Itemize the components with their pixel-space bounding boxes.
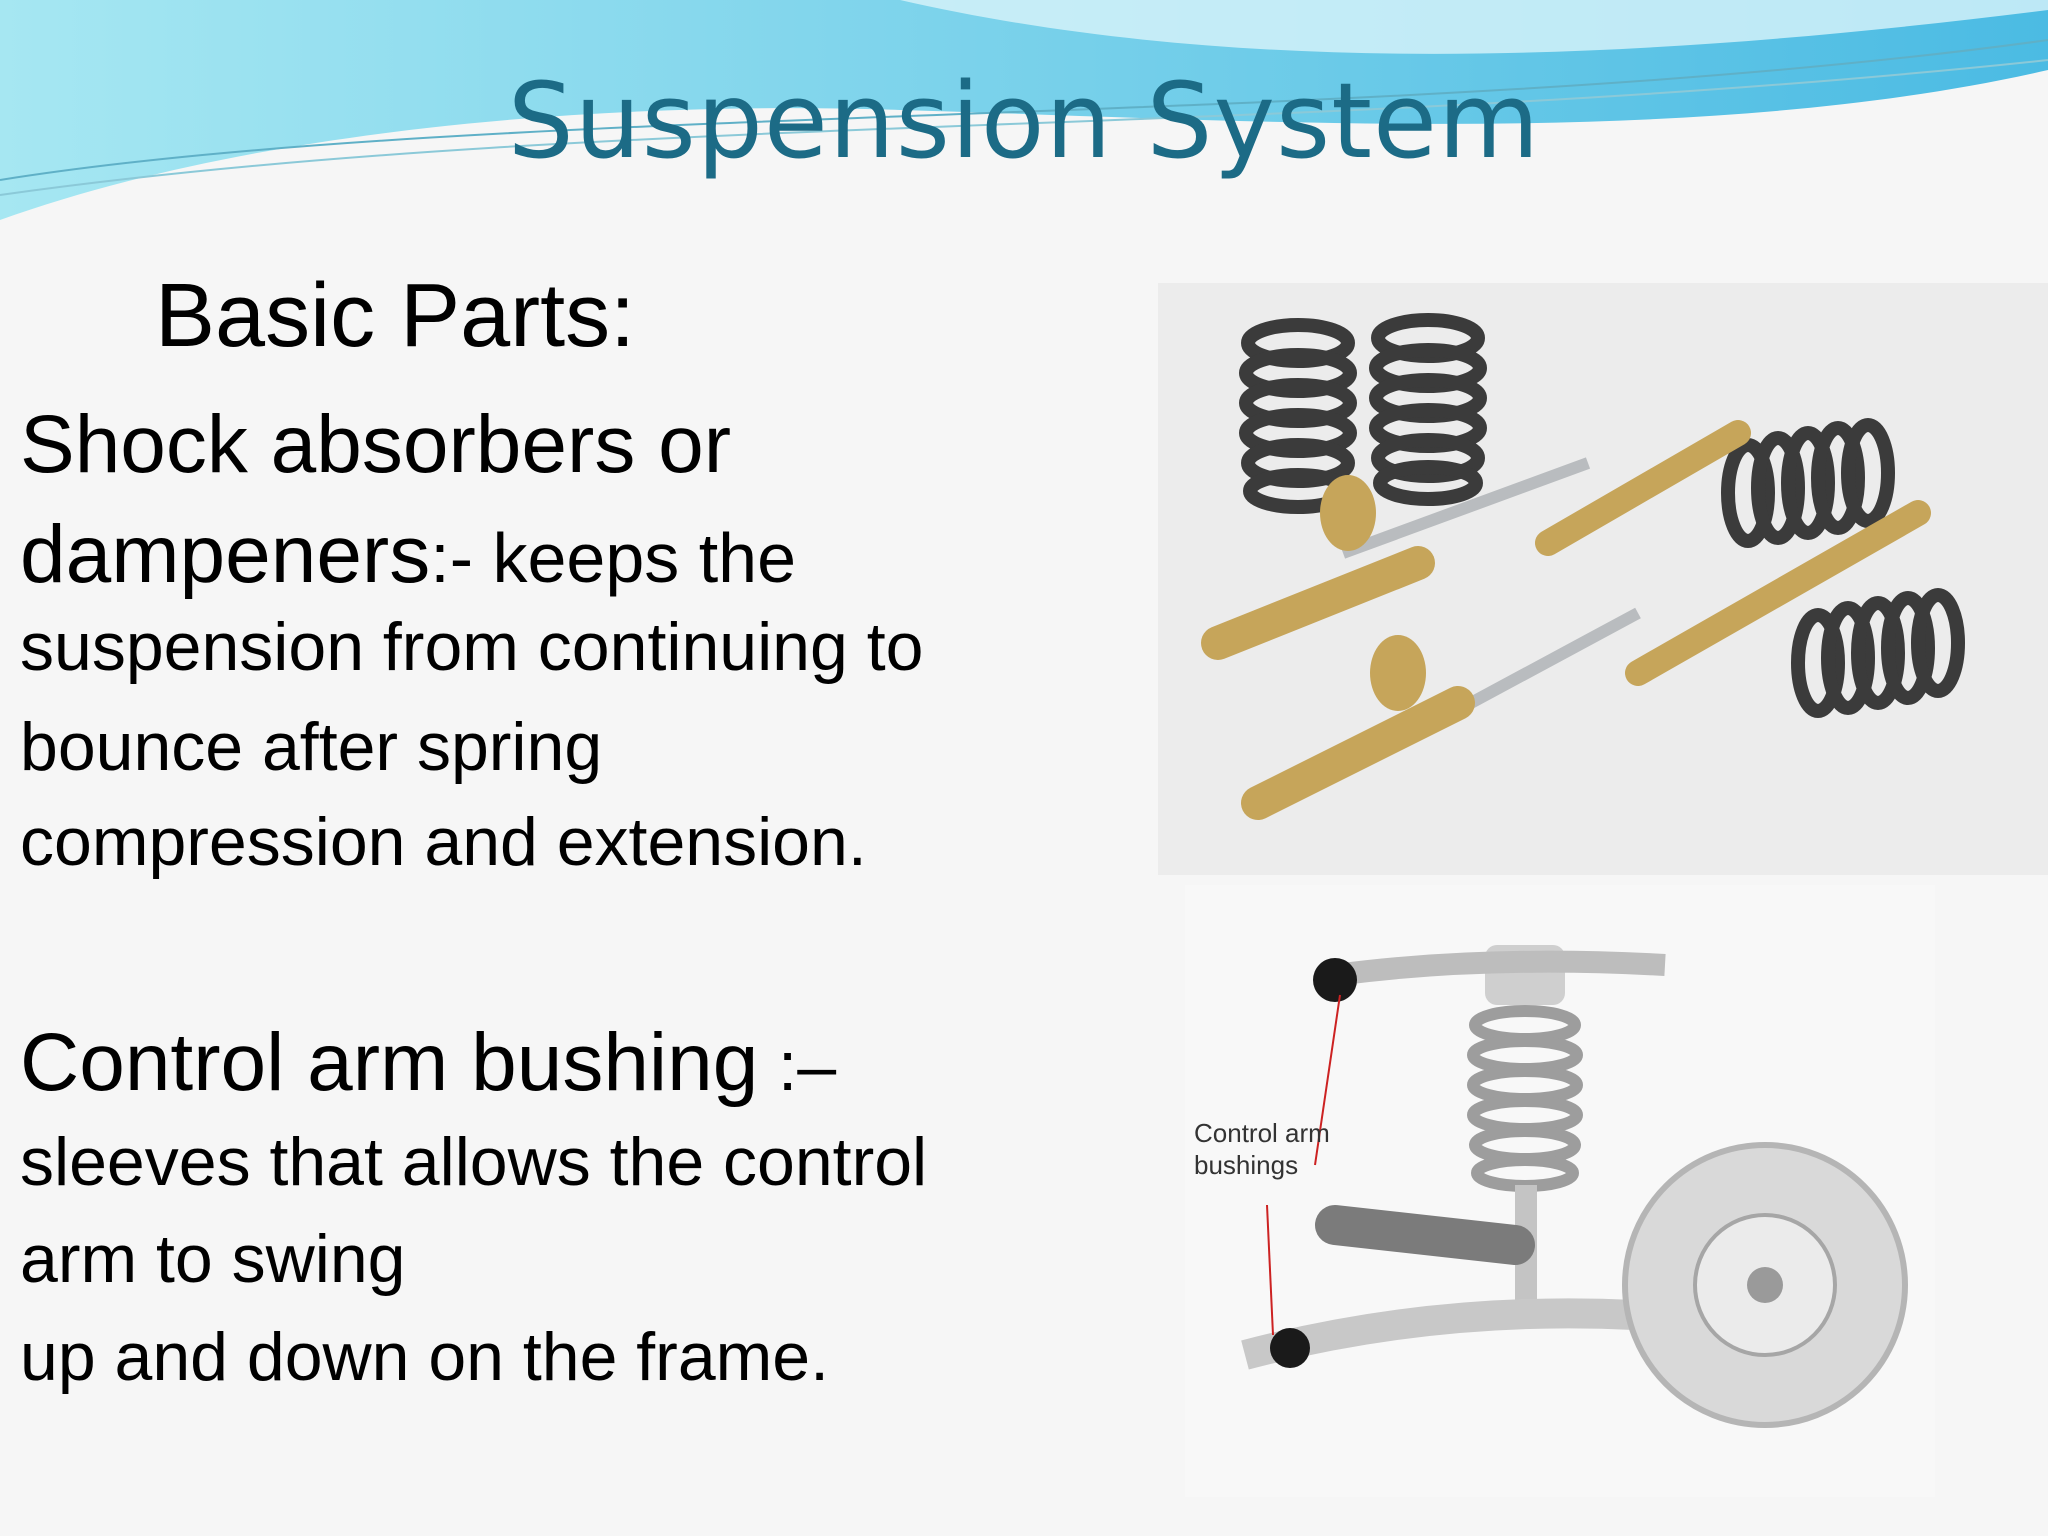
callout-line1: Control arm: [1194, 1118, 1330, 1148]
section-heading: Basic Parts:: [155, 266, 636, 366]
control-arm-line2: sleeves that allows the control: [20, 1124, 928, 1200]
upper-bushing: [1313, 958, 1357, 1002]
control-arm-term: Control arm bushing: [20, 1017, 759, 1108]
suspension-assembly-photo: [1185, 885, 1935, 1497]
dampeners-desc: :- keeps the: [430, 519, 797, 597]
coil-springs: [1239, 313, 1965, 718]
struts: [1201, 420, 1931, 820]
control-arm-bushings-label: Control arm bushings: [1194, 1117, 1330, 1181]
control-arm-sep: :–: [758, 1027, 837, 1105]
shock-absorbers-line3: suspension from continuing to: [20, 609, 924, 685]
dampeners-term: dampeners: [20, 509, 431, 600]
callout-line2: bushings: [1194, 1150, 1299, 1180]
callout-line-upper: [1314, 994, 1341, 1166]
control-arm-line3: arm to swing: [20, 1221, 406, 1297]
assembly-spring: [1467, 1005, 1583, 1192]
slide-title: Suspension System: [507, 60, 1541, 182]
control-arm-line4: up and down on the frame.: [20, 1319, 829, 1395]
shock-absorbers-line5: compression and extension.: [20, 804, 867, 880]
control-arm-line1: Control arm bushing :–: [20, 1008, 836, 1118]
shock-absorbers-line2: dampeners:- keeps the: [20, 500, 796, 610]
header-wave: [0, 0, 2048, 220]
shock-absorbers-line4: bounce after spring: [20, 709, 603, 785]
shock-absorbers-line1: Shock absorbers or: [20, 399, 732, 490]
callout-line-lower: [1266, 1204, 1274, 1336]
shock-absorber-kit-photo: [1158, 283, 2048, 875]
lower-bushing: [1270, 1328, 1310, 1368]
